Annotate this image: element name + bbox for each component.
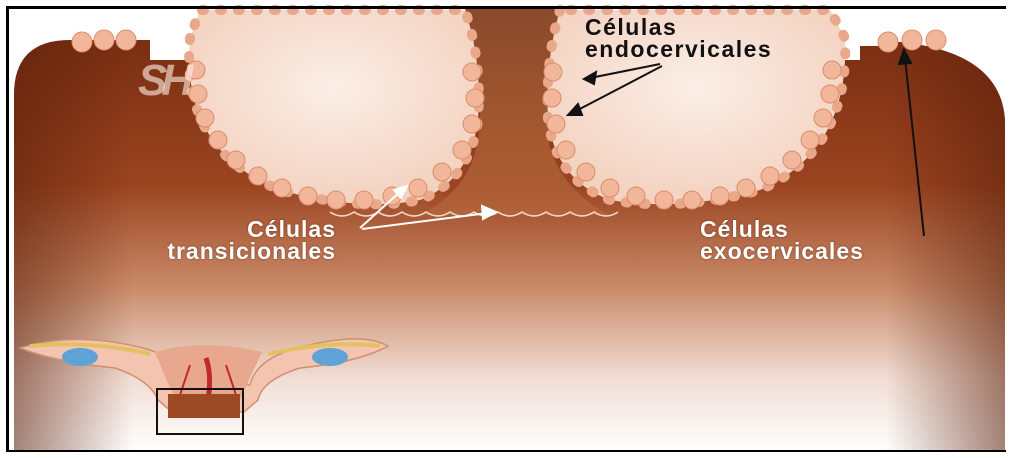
label-endocervical-line2: endocervicales xyxy=(585,38,772,60)
label-exocervical-line1: Células xyxy=(700,218,864,240)
label-exocervical-cells: Células exocervicales xyxy=(700,218,864,262)
label-endocervical-cells: Células endocervicales xyxy=(585,16,772,60)
label-transitional-line1: Células xyxy=(64,218,336,240)
label-transitional-line2: transicionales xyxy=(64,240,336,262)
label-exocervical-line2: exocervicales xyxy=(700,240,864,262)
label-endocervical-line1: Células xyxy=(585,16,772,38)
watermark-logo: SH xyxy=(138,56,187,106)
label-transitional-cells: Células transicionales xyxy=(64,218,336,262)
